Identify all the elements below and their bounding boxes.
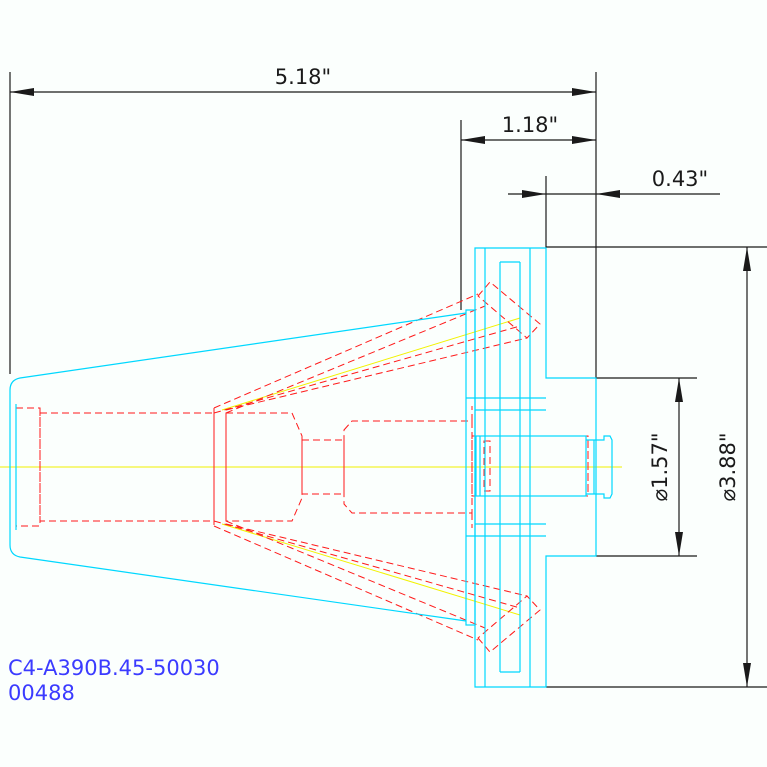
coolant-channel-upper-a — [213, 293, 479, 409]
arrow-overall-right — [572, 88, 596, 96]
dim-text-pilot-diameter: ⌀1.57" — [648, 432, 672, 501]
pilot-insert-inner — [483, 440, 491, 492]
dimension-arrows — [10, 88, 751, 687]
dim-text-flange-length: 1.18" — [502, 113, 558, 137]
coolant-port-lower — [477, 595, 541, 653]
lower-coolant-centerline — [221, 523, 521, 616]
retention-screw — [586, 435, 613, 499]
arrow-overall-left — [10, 88, 34, 96]
arrow-flange-left — [461, 136, 485, 144]
arrow-flange-right — [572, 136, 596, 144]
coolant-channel-lower-d — [225, 523, 528, 597]
arrow-3.88-bottom — [743, 663, 751, 687]
drawing-code-label: 00488 — [8, 681, 75, 705]
neck-bore — [301, 439, 345, 495]
arrow-3.88-top — [743, 247, 751, 271]
arrow-1.57-top — [675, 378, 683, 402]
coolant-channel-upper-b — [225, 305, 486, 414]
pilot-insert-outer — [475, 435, 587, 497]
arrow-face-left — [522, 190, 546, 198]
dimension-lines — [9, 72, 767, 688]
dim-text-flange-diameter: ⌀3.88" — [716, 432, 740, 501]
coolant-channel-upper-d — [225, 337, 528, 411]
arrow-face-right — [596, 190, 620, 198]
coolant-channel-lower-a — [213, 525, 479, 641]
main-bore — [39, 412, 215, 522]
taper-body — [9, 312, 467, 622]
arrow-1.57-bottom — [675, 532, 683, 556]
coolant-channel-lower-b — [225, 520, 486, 629]
visible-outline — [9, 247, 613, 688]
coolant-channel-lower-c — [213, 520, 521, 609]
centerlines — [0, 317, 622, 616]
dim-text-overall-length: 5.18" — [275, 65, 331, 89]
coolant-port-upper — [477, 281, 541, 339]
part-number-label: C4-A390B.45-50030 — [8, 656, 220, 680]
coolant-channel-upper-c — [213, 325, 521, 414]
dim-text-face-offset: 0.43" — [652, 167, 708, 191]
flange-main — [474, 247, 597, 688]
